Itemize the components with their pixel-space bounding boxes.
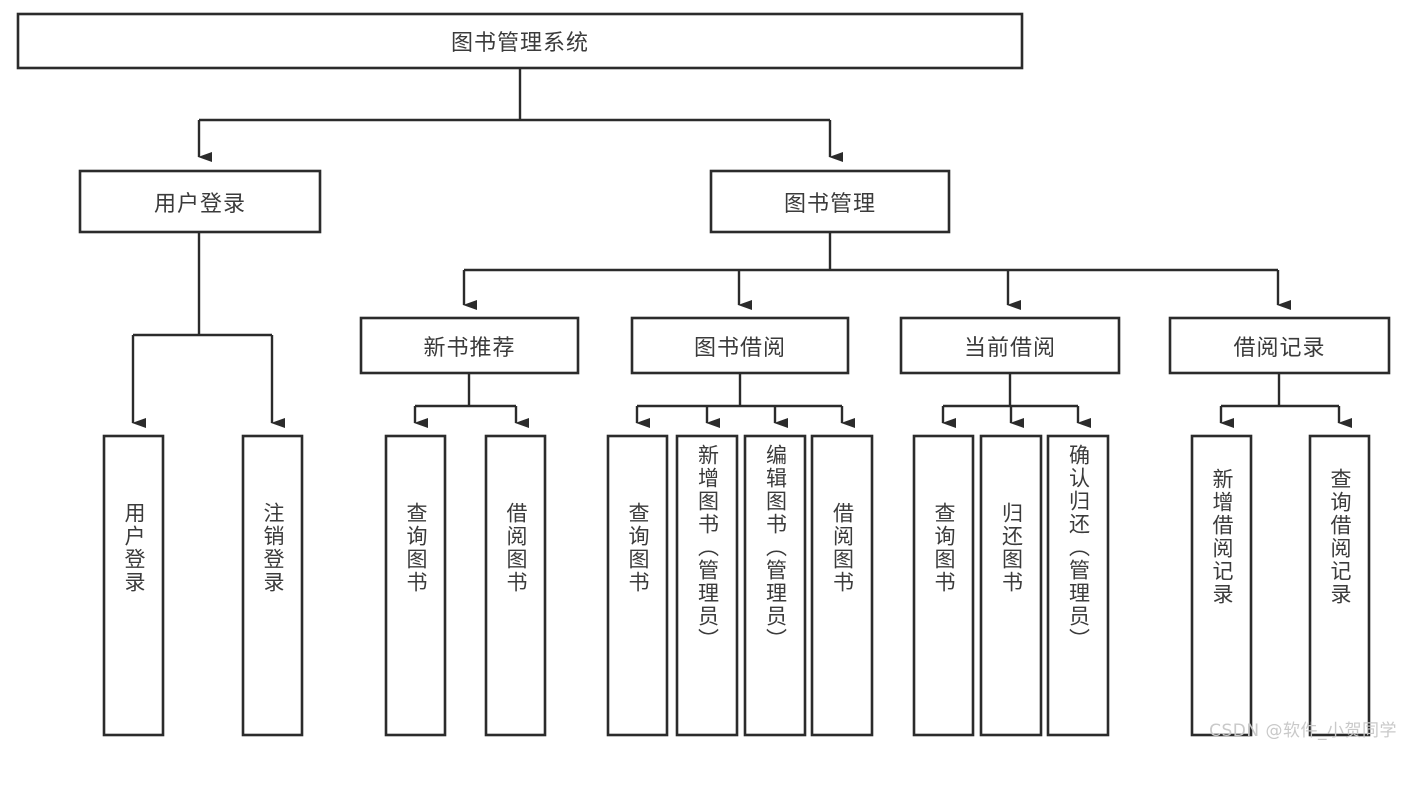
connector-group-book-borrow — [635, 373, 855, 428]
node-box-book-management[interactable] — [709, 169, 951, 234]
node-box-leaf-query-book-current[interactable] — [912, 434, 975, 737]
connector-group-borrow-record — [1219, 373, 1352, 428]
node-box-new-book-recommend[interactable] — [359, 316, 580, 375]
connector-group-root — [197, 68, 843, 162]
node-box-user-login[interactable] — [78, 169, 322, 234]
connector-group-current-borrow — [941, 373, 1091, 428]
connector-group-user-login — [131, 232, 285, 428]
node-box-leaf-edit-book[interactable] — [743, 434, 807, 737]
node-box-leaf-confirm-return[interactable] — [1046, 434, 1110, 737]
diagram-canvas: 图书管理系统 用户登录 图书管理 新书推荐 图书借阅 当前借阅 借阅记录 用户登… — [16, 12, 1397, 741]
node-box-leaf-logout[interactable] — [241, 434, 304, 737]
node-box-book-borrow[interactable] — [630, 316, 850, 375]
node-box-leaf-borrow-book[interactable] — [810, 434, 874, 737]
node-box-leaf-add-borrow-record[interactable] — [1190, 434, 1253, 737]
node-box-borrow-record[interactable] — [1168, 316, 1391, 375]
node-box-leaf-query-book-recommend[interactable] — [384, 434, 447, 737]
connector-group-book-management — [462, 232, 1291, 310]
watermark-text: CSDN @软件_小贺同学 — [1209, 721, 1397, 741]
node-box-leaf-query-borrow-record[interactable] — [1308, 434, 1371, 737]
connector-group-new-book-recommend — [413, 373, 529, 428]
node-box-root[interactable] — [16, 12, 1024, 70]
node-box-leaf-borrow-book-recommend[interactable] — [484, 434, 547, 737]
diagram-svg — [16, 12, 1391, 737]
node-box-leaf-user-login[interactable] — [102, 434, 165, 737]
node-box-leaf-add-book[interactable] — [675, 434, 739, 737]
node-box-leaf-query-book-borrow[interactable] — [606, 434, 669, 737]
node-box-leaf-return-book[interactable] — [979, 434, 1043, 737]
node-box-current-borrow[interactable] — [899, 316, 1121, 375]
